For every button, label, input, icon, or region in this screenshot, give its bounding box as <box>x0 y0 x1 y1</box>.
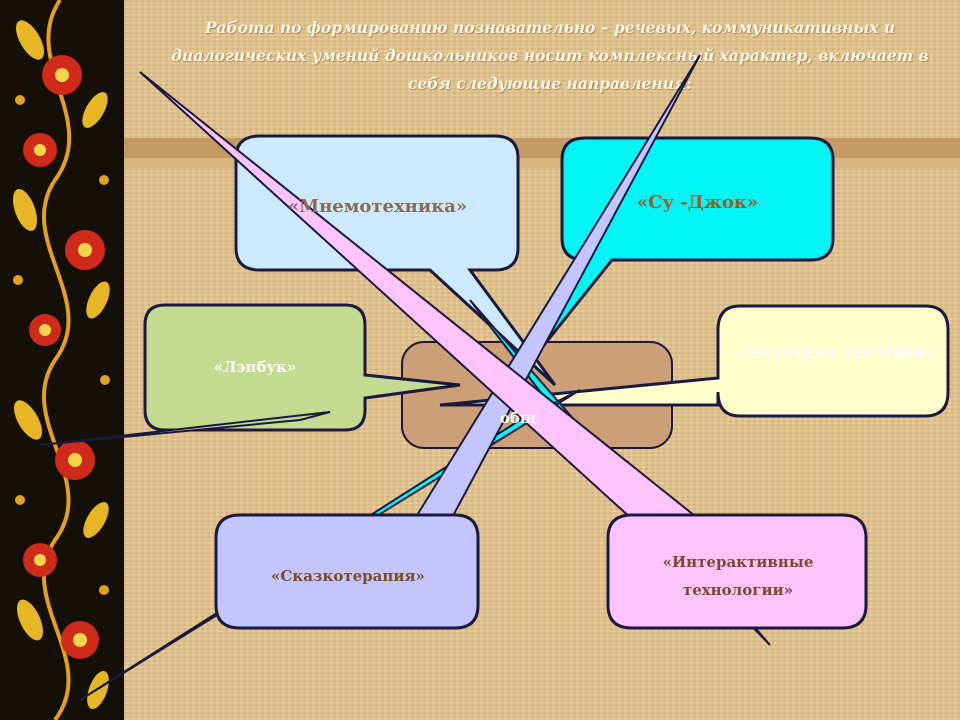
label-mnemotechnika: «Мнемотехника» <box>287 196 468 217</box>
decorative-band-light <box>124 158 960 168</box>
slide-heading: Работа по формированию познавательно – р… <box>171 18 929 93</box>
callout-skazkoterapiya <box>214 513 480 630</box>
label-lepbuk: «Лэпбук» <box>213 358 297 376</box>
label-skazkoterapiya: «Сказкотерапия» <box>271 567 425 585</box>
label-center-fragment: общ <box>499 409 537 427</box>
callout-lepbuk <box>143 303 461 432</box>
tail-lepbuk-left <box>39 411 331 446</box>
callout-interaktivnye <box>606 513 868 630</box>
label-interaktivnye: «Интерактивные технологии» <box>662 553 814 599</box>
label-pesochnaya: «ПЕСОЧНАЯ ТЕРАПИЯ» <box>732 346 934 362</box>
callout-pesochnaya <box>439 304 950 418</box>
tail-lavender-long <box>406 54 701 542</box>
khokhloma-border <box>0 0 124 720</box>
label-su-jok: «Су -Джок» <box>636 192 759 213</box>
callout-su-jok <box>518 136 835 376</box>
